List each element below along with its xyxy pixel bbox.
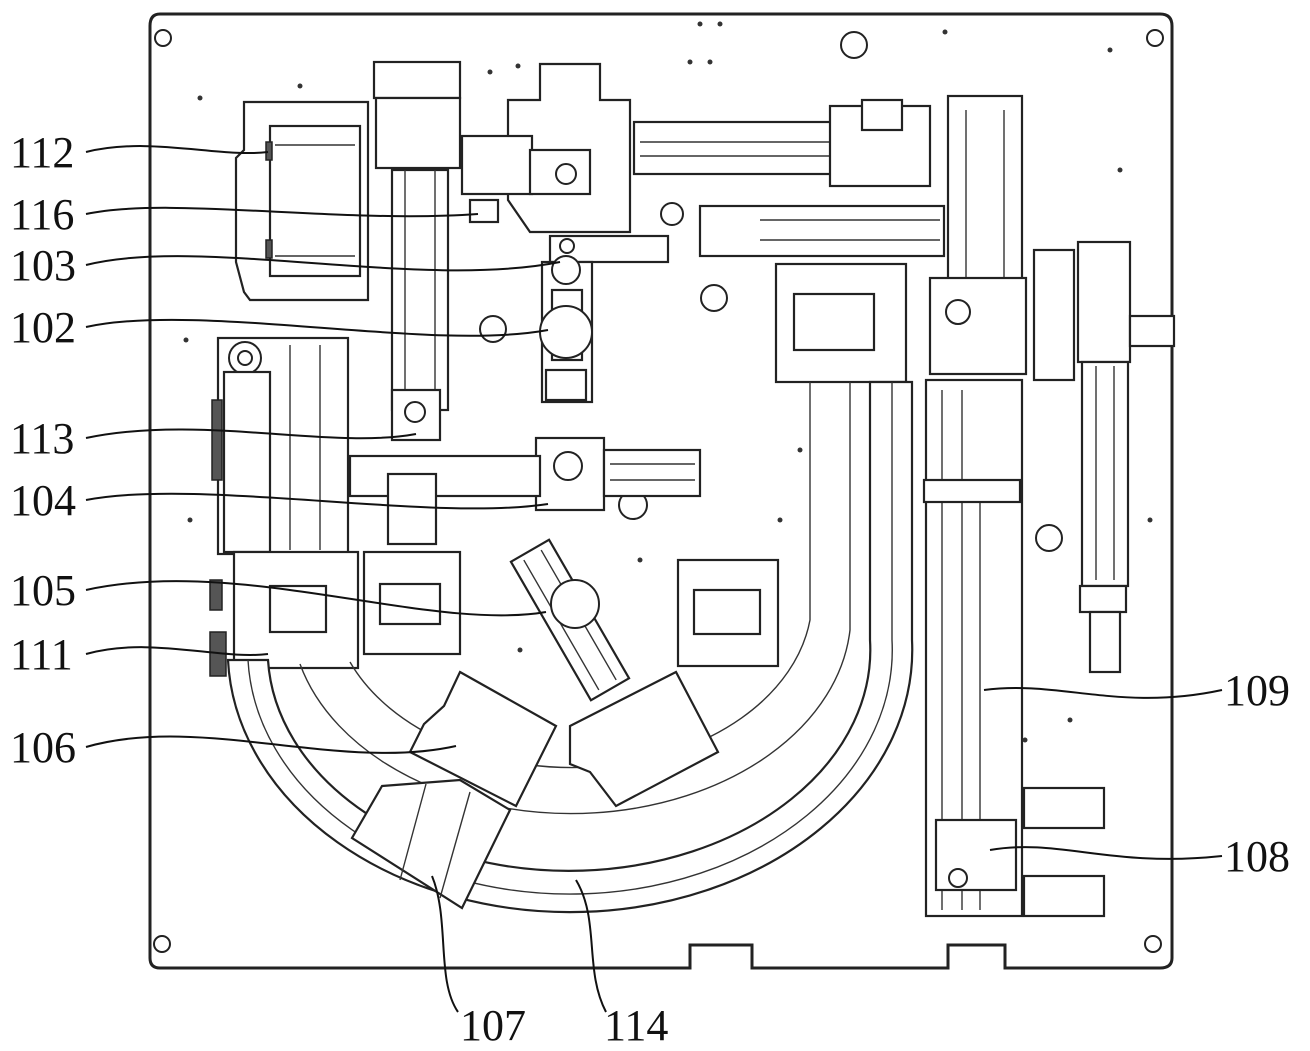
gripper-frame-112 bbox=[234, 100, 370, 302]
leader-114 bbox=[575, 879, 607, 1013]
label-108: 108 bbox=[1224, 832, 1290, 881]
label-113: 113 bbox=[10, 414, 74, 463]
leader-103 bbox=[85, 255, 561, 272]
leader-109 bbox=[983, 687, 1223, 699]
label-109: 109 bbox=[1224, 666, 1290, 715]
module-104 bbox=[348, 436, 702, 546]
leader-lines bbox=[85, 145, 1223, 1013]
label-114: 114 bbox=[604, 1001, 668, 1050]
vertical-rail-113 bbox=[372, 60, 462, 442]
leader-102 bbox=[85, 318, 549, 337]
label-112: 112 bbox=[10, 128, 74, 177]
module-102-103 bbox=[539, 234, 670, 404]
leader-116 bbox=[85, 206, 479, 218]
label-105: 105 bbox=[10, 566, 76, 615]
reference-labels: 112 116 103 102 113 104 105 111 106 109 … bbox=[10, 128, 1290, 1050]
leader-107 bbox=[431, 875, 459, 1013]
leader-106 bbox=[85, 735, 457, 754]
top-right-rail bbox=[632, 98, 932, 188]
plates-106-107 bbox=[350, 670, 720, 910]
upper-right-fixture bbox=[698, 204, 946, 384]
leader-113 bbox=[85, 428, 417, 440]
label-102: 102 bbox=[10, 303, 76, 352]
leader-104 bbox=[85, 492, 549, 510]
label-106: 106 bbox=[10, 723, 76, 772]
slide-108 bbox=[934, 786, 1106, 918]
label-111: 111 bbox=[10, 630, 73, 679]
left-conveyor-111 bbox=[211, 336, 350, 556]
leader-111 bbox=[85, 646, 269, 656]
label-104: 104 bbox=[10, 476, 76, 525]
fixture-plate-right bbox=[676, 558, 780, 668]
far-right-module bbox=[1032, 240, 1176, 674]
leader-112 bbox=[85, 145, 269, 155]
slide-116 bbox=[460, 134, 592, 224]
label-103: 103 bbox=[10, 241, 76, 290]
arm-105 bbox=[509, 538, 631, 702]
leader-105 bbox=[85, 580, 547, 617]
label-107: 107 bbox=[460, 1001, 526, 1050]
label-116: 116 bbox=[10, 190, 74, 239]
leader-108 bbox=[989, 846, 1223, 860]
mounting-dots bbox=[183, 21, 1153, 743]
